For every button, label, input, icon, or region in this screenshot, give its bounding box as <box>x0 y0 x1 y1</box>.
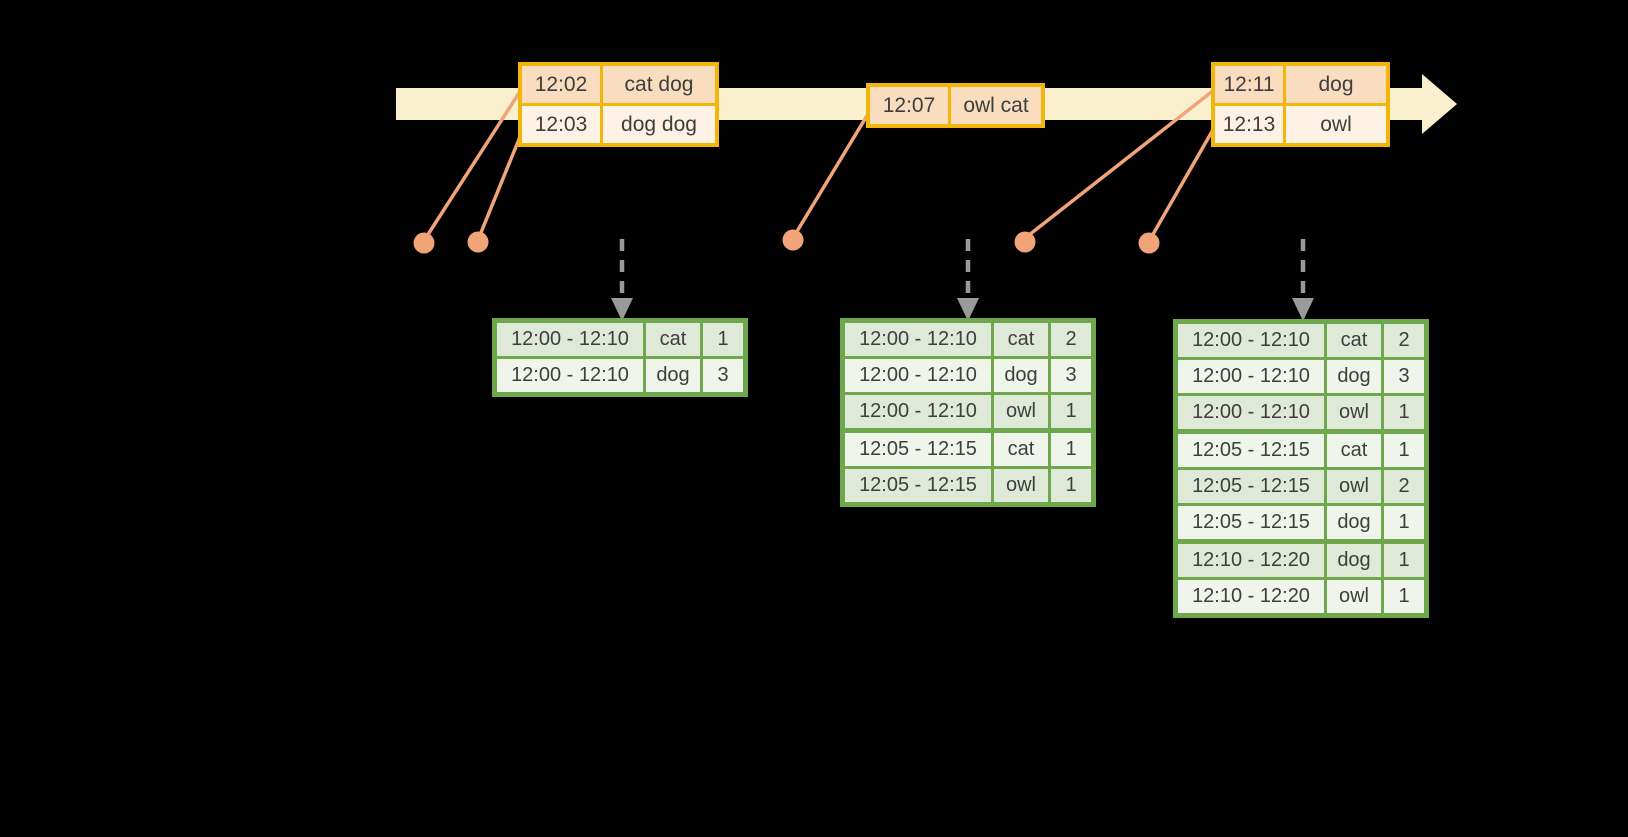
result-row: 12:05 - 12:15 owl 1 <box>841 466 1095 506</box>
word-cell: owl <box>1324 467 1384 506</box>
trigger-arrowhead-icon <box>1292 298 1314 321</box>
window-cell: 12:05 - 12:15 <box>1174 503 1327 543</box>
event-row: 12:07 owl cat <box>866 83 1045 128</box>
word-cell: cat <box>1324 429 1384 470</box>
word-cell: dog <box>1324 503 1384 543</box>
result-row: 12:05 - 12:15 dog 1 <box>1174 503 1428 543</box>
result-row: 12:05 - 12:15 cat 1 <box>1174 429 1428 470</box>
result-row: 12:00 - 12:10 owl 1 <box>841 392 1095 432</box>
count-cell: 1 <box>1048 392 1095 432</box>
event-words-cell: cat dog <box>600 62 719 106</box>
count-cell: 1 <box>1381 429 1428 470</box>
word-cell: owl <box>1324 393 1384 433</box>
event-row: 12:03 dog dog <box>518 103 719 147</box>
word-cell: dog <box>643 356 703 396</box>
count-cell: 2 <box>1048 319 1095 359</box>
count-cell: 2 <box>1381 320 1428 360</box>
count-cell: 3 <box>1381 357 1428 396</box>
connector-line <box>1150 126 1216 238</box>
window-cell: 12:10 - 12:20 <box>1174 539 1327 580</box>
trigger-arrowhead-icon <box>611 298 633 321</box>
event-words-cell: dog dog <box>600 103 719 147</box>
event-time-cell: 12:03 <box>518 103 603 147</box>
trigger-arrowhead-icon <box>957 298 979 321</box>
timeline-arrowhead-icon <box>1422 74 1457 134</box>
result-row: 12:10 - 12:20 owl 1 <box>1174 577 1428 617</box>
count-cell: 1 <box>1381 539 1428 580</box>
window-cell: 12:00 - 12:10 <box>1174 320 1327 360</box>
count-cell: 1 <box>1381 393 1428 433</box>
late-event-dot-icon <box>413 232 435 254</box>
result-table-3: 12:00 - 12:10 cat 2 12:00 - 12:10 dog 3 … <box>1173 319 1429 618</box>
count-cell: 1 <box>700 319 747 359</box>
late-event-dot-icon <box>782 229 804 251</box>
count-cell: 1 <box>1381 577 1428 617</box>
window-cell: 12:05 - 12:15 <box>841 428 994 469</box>
window-cell: 12:00 - 12:10 <box>841 319 994 359</box>
result-row: 12:05 - 12:15 owl 2 <box>1174 467 1428 506</box>
result-row: 12:10 - 12:20 dog 1 <box>1174 539 1428 580</box>
result-row: 12:00 - 12:10 cat 2 <box>841 319 1095 359</box>
result-row: 12:00 - 12:10 dog 3 <box>1174 357 1428 396</box>
window-cell: 12:00 - 12:10 <box>841 356 994 395</box>
late-event-dot-icon <box>1138 232 1160 254</box>
trigger-arrows <box>611 239 1314 321</box>
count-cell: 3 <box>1048 356 1095 395</box>
window-cell: 12:00 - 12:10 <box>1174 357 1327 396</box>
window-cell: 12:00 - 12:10 <box>841 392 994 432</box>
result-row: 12:00 - 12:10 dog 3 <box>493 356 747 396</box>
window-cell: 12:05 - 12:15 <box>1174 467 1327 506</box>
event-words-cell: owl cat <box>948 83 1045 128</box>
count-cell: 1 <box>1048 428 1095 469</box>
count-cell: 1 <box>1048 466 1095 506</box>
event-table-3: 12:11 dog 12:13 owl <box>1211 62 1390 147</box>
word-cell: owl <box>991 392 1051 432</box>
word-cell: owl <box>1324 577 1384 617</box>
word-cell: dog <box>1324 357 1384 396</box>
window-cell: 12:05 - 12:15 <box>1174 429 1327 470</box>
event-words-cell: owl <box>1283 103 1390 147</box>
connector-line <box>425 88 523 238</box>
result-row: 12:00 - 12:10 dog 3 <box>841 356 1095 395</box>
event-time-cell: 12:13 <box>1211 103 1286 147</box>
result-table-2: 12:00 - 12:10 cat 2 12:00 - 12:10 dog 3 … <box>840 318 1096 507</box>
event-time-cell: 12:07 <box>866 83 951 128</box>
word-cell: owl <box>991 466 1051 506</box>
event-row: 12:13 owl <box>1211 103 1390 147</box>
late-event-dot-icon <box>467 231 489 253</box>
window-cell: 12:00 - 12:10 <box>1174 393 1327 433</box>
count-cell: 3 <box>700 356 747 396</box>
event-table-1: 12:02 cat dog 12:03 dog dog <box>518 62 719 147</box>
connector-line <box>478 125 526 237</box>
connector-line <box>794 112 870 235</box>
count-cell: 2 <box>1381 467 1428 506</box>
window-cell: 12:00 - 12:10 <box>493 356 646 396</box>
result-table-1: 12:00 - 12:10 cat 1 12:00 - 12:10 dog 3 <box>492 318 748 397</box>
result-row: 12:00 - 12:10 cat 1 <box>493 319 747 359</box>
late-event-dot-icon <box>1014 231 1036 253</box>
window-cell: 12:05 - 12:15 <box>841 466 994 506</box>
word-cell: cat <box>1324 320 1384 360</box>
event-words-cell: dog <box>1283 62 1390 106</box>
word-cell: cat <box>991 428 1051 469</box>
result-row: 12:05 - 12:15 cat 1 <box>841 428 1095 469</box>
event-row: 12:02 cat dog <box>518 62 719 106</box>
window-cell: 12:00 - 12:10 <box>493 319 646 359</box>
word-cell: cat <box>643 319 703 359</box>
event-table-2: 12:07 owl cat <box>866 83 1045 128</box>
word-cell: dog <box>1324 539 1384 580</box>
event-time-cell: 12:11 <box>1211 62 1286 106</box>
word-cell: cat <box>991 319 1051 359</box>
result-row: 12:00 - 12:10 cat 2 <box>1174 320 1428 360</box>
event-time-cell: 12:02 <box>518 62 603 106</box>
late-data-connectors <box>413 88 1216 254</box>
count-cell: 1 <box>1381 503 1428 543</box>
connector-line <box>1027 88 1216 237</box>
result-row: 12:00 - 12:10 owl 1 <box>1174 393 1428 433</box>
event-row: 12:11 dog <box>1211 62 1390 106</box>
window-cell: 12:10 - 12:20 <box>1174 577 1327 617</box>
word-cell: dog <box>991 356 1051 395</box>
